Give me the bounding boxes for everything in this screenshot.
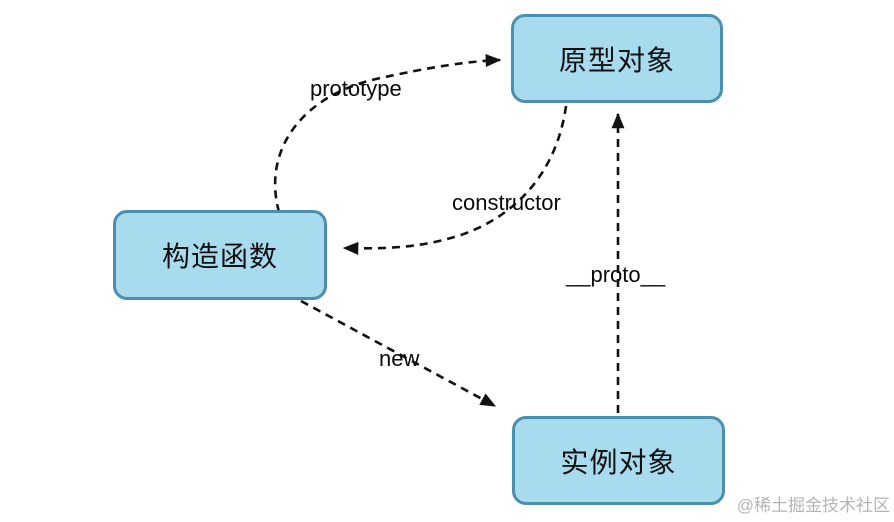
edge-label-prototype: prototype xyxy=(310,76,402,101)
edge-label-proto: __proto__ xyxy=(566,262,666,287)
node-prototype-object: 原型对象 xyxy=(511,14,723,103)
new-arrow xyxy=(300,299,497,408)
edge-label-new: new xyxy=(379,346,420,371)
node-constructor-function: 构造函数 xyxy=(113,210,327,300)
node-instance-object: 实例对象 xyxy=(512,416,725,505)
watermark: @稀土掘金技术社区 xyxy=(736,496,890,515)
constructor-arrow xyxy=(342,105,568,255)
edge-label-constructor: constructor xyxy=(452,190,561,215)
prototype-arrow xyxy=(273,53,502,213)
